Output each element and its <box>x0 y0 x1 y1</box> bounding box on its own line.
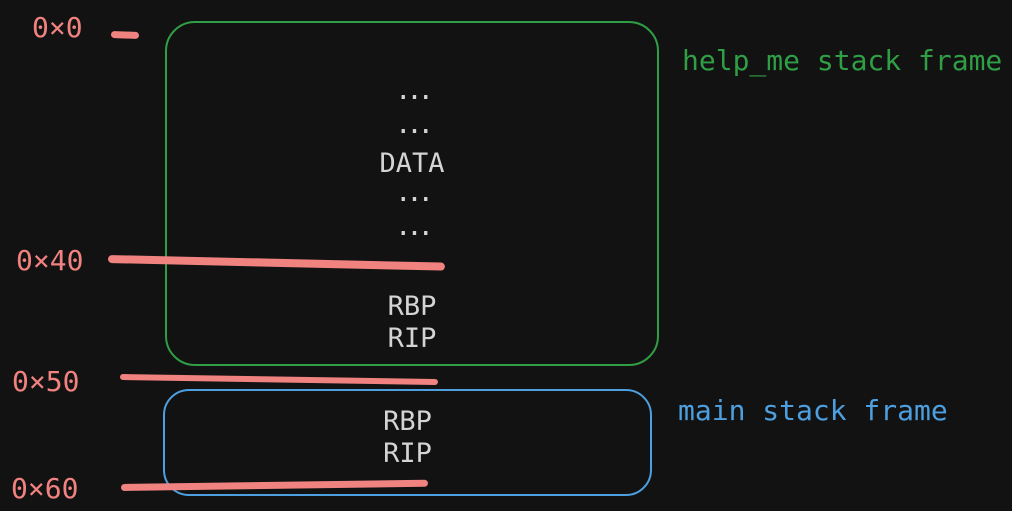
main-frame-title: main stack frame <box>678 394 948 427</box>
stack-slot-rip: RIP <box>383 438 432 469</box>
helpme-frame-registers: RBP RIP <box>165 291 659 355</box>
address-marker-0x0 <box>110 31 140 39</box>
stack-slot-rip: RIP <box>387 323 437 354</box>
stack-slot-rbp: RBP <box>383 406 432 437</box>
stack-slot-ellipsis: ... <box>395 109 434 140</box>
stack-slot-ellipsis: ... <box>395 211 434 242</box>
address-marker-0x50 <box>119 374 439 385</box>
stack-slot-ellipsis: ... <box>395 177 434 208</box>
helpme-frame-contents: ... ... DATA ... ... <box>165 75 659 249</box>
helpme-frame-title: help_me stack frame <box>682 44 1003 77</box>
main-frame-registers: RBP RIP <box>163 406 652 470</box>
helpme-frame-box <box>165 21 659 366</box>
stack-slot-data: DATA <box>379 148 445 179</box>
stack-slot-rbp: RBP <box>387 291 437 322</box>
stack-slot-ellipsis: ... <box>395 75 434 106</box>
address-label-0x0: 0×0 <box>32 11 83 44</box>
address-label-0x40: 0×40 <box>16 244 84 277</box>
main-frame-box <box>163 389 652 496</box>
address-label-0x60: 0×60 <box>11 472 79 505</box>
address-label-0x50: 0×50 <box>12 365 80 398</box>
